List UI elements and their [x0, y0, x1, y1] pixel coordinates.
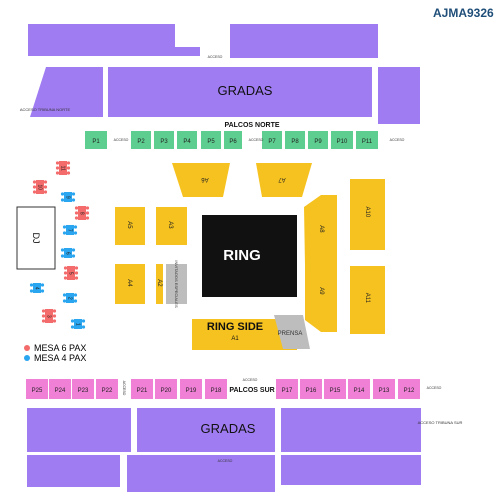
palco-p24[interactable] — [49, 379, 71, 399]
palco-p22[interactable] — [96, 379, 118, 399]
legend-mesa-6-label: MESA 6 PAX — [34, 343, 87, 353]
table-10[interactable] — [32, 180, 48, 194]
palco-p23[interactable] — [72, 379, 94, 399]
palco-p10[interactable] — [331, 131, 353, 149]
legend-mesa-4-label: MESA 4 PAX — [34, 353, 87, 363]
palco-p16[interactable] — [300, 379, 322, 399]
palco-p5[interactable] — [201, 131, 221, 149]
palco-p13[interactable] — [373, 379, 395, 399]
section-a10[interactable] — [350, 179, 385, 250]
palco-p6[interactable] — [224, 131, 242, 149]
palco-p1[interactable] — [85, 131, 107, 149]
palco-p14[interactable] — [348, 379, 370, 399]
palco-p18[interactable] — [205, 379, 227, 399]
palco-p17[interactable] — [276, 379, 298, 399]
gradas-north-upper-left[interactable] — [28, 24, 200, 56]
table-9[interactable] — [60, 192, 76, 202]
legend-mesa-4-swatch — [24, 355, 30, 361]
prensa-section[interactable] — [274, 315, 310, 349]
ring-side-section[interactable] — [192, 319, 297, 350]
palco-p11[interactable] — [356, 131, 378, 149]
gradas-north-left[interactable] — [30, 67, 103, 117]
section-a7[interactable] — [256, 163, 312, 197]
legend-mesa-6: MESA 6 PAX — [24, 343, 86, 353]
table-6[interactable] — [60, 248, 76, 258]
palco-p4[interactable] — [177, 131, 197, 149]
acceso-north-top: ACCESO — [208, 55, 223, 59]
table-7[interactable] — [62, 225, 78, 235]
palcos-norte-label: PALCOS NORTE — [224, 122, 279, 129]
gradas-south — [27, 408, 421, 492]
palco-p20[interactable] — [155, 379, 177, 399]
table-2[interactable] — [62, 293, 78, 303]
table-4[interactable] — [29, 283, 45, 293]
gradas-south-center[interactable] — [137, 408, 275, 452]
legend-mesa-4: MESA 4 PAX — [24, 353, 86, 363]
gradas-north-center[interactable] — [108, 67, 372, 117]
gradas-south-lower-left[interactable] — [27, 455, 120, 487]
section-a2[interactable] — [156, 264, 163, 304]
acceso-tribuna-sur-label: ACCESO TRIBUNA SUR — [418, 420, 463, 425]
table-1[interactable] — [70, 319, 86, 329]
palco-p19[interactable] — [180, 379, 202, 399]
ring — [202, 215, 297, 297]
section-a4[interactable] — [115, 264, 145, 304]
section-a5[interactable] — [115, 207, 145, 245]
palco-p7[interactable] — [262, 131, 282, 149]
acceso-north-right: ACCESO — [390, 138, 405, 142]
palco-p2[interactable] — [131, 131, 151, 149]
table-3[interactable] — [41, 309, 57, 323]
gradas-south-right[interactable] — [281, 408, 421, 452]
section-a9[interactable] — [305, 264, 337, 332]
gradas-north-right[interactable] — [378, 67, 420, 124]
palco-p21[interactable] — [131, 379, 153, 399]
ring-area — [16, 206, 310, 350]
table-5[interactable] — [63, 266, 79, 280]
palco-p9[interactable] — [308, 131, 328, 149]
legend-mesa-6-swatch — [24, 345, 30, 351]
gradas-south-lower-right[interactable] — [281, 455, 421, 485]
acceso-north-mid: ACCESO — [249, 138, 264, 142]
palco-p12[interactable] — [398, 379, 420, 399]
gradas-north — [28, 24, 420, 124]
gradas-south-left[interactable] — [27, 408, 131, 452]
palco-p25[interactable] — [26, 379, 48, 399]
acceso-south-top: ACCESO — [243, 378, 258, 382]
acceso-north-left: ACCESO — [114, 138, 129, 142]
table-11[interactable] — [55, 161, 71, 175]
section-a11[interactable] — [350, 266, 385, 334]
acceso-south-right: ACCESO — [427, 386, 442, 390]
section-a6[interactable] — [172, 163, 230, 197]
event-code: AJMA9326 — [433, 6, 494, 20]
section-a3[interactable] — [156, 207, 187, 245]
invitados-especiales-section[interactable] — [166, 264, 187, 304]
palco-p3[interactable] — [154, 131, 174, 149]
table-8[interactable] — [74, 206, 90, 220]
dj-booth — [16, 206, 56, 270]
gradas-south-lower-center[interactable] — [127, 455, 275, 492]
palco-p15[interactable] — [324, 379, 346, 399]
section-a8[interactable] — [304, 195, 337, 265]
gradas-north-upper-right[interactable] — [230, 24, 378, 58]
palcos-sur-label: PALCOS SUR — [229, 387, 274, 394]
acceso-south-left: ACCESO — [122, 381, 126, 396]
palco-p8[interactable] — [285, 131, 305, 149]
